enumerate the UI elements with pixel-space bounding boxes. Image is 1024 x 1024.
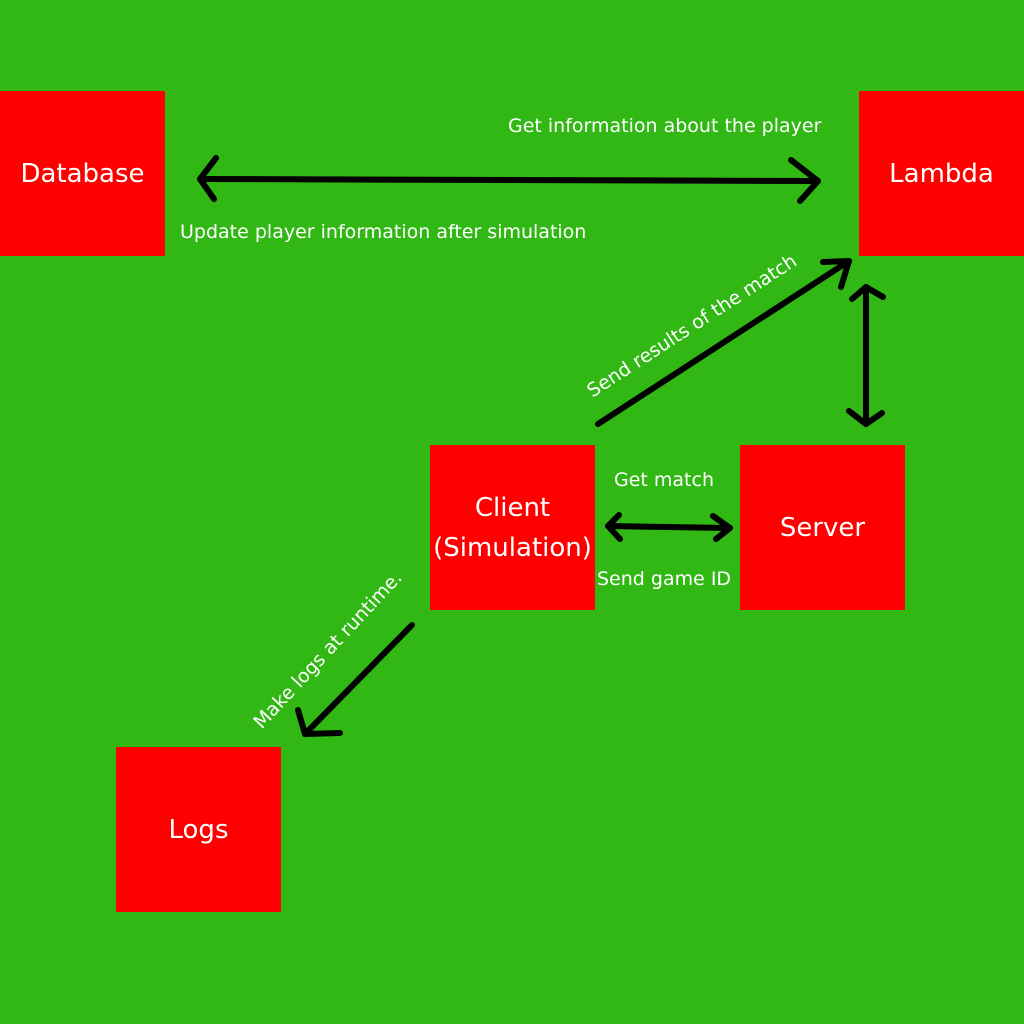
edge-label-get-match: Get match: [614, 469, 714, 491]
logs-node: Logs: [116, 747, 281, 912]
arrow-client-logs-line: [302, 622, 415, 737]
client-node-label-line2: (Simulation): [433, 532, 592, 563]
arrow-client-server-line: [605, 523, 733, 531]
arrow-client-lambda-head: [820, 258, 852, 290]
client-node-label-line1: Client: [474, 492, 551, 523]
client-node: Client (Simulation): [430, 445, 595, 610]
edge-label-update-player-information: Update player information after simulati…: [180, 221, 587, 243]
lambda-node-label: Lambda: [889, 158, 994, 189]
arrow-server-lambda: [846, 284, 886, 427]
edge-label-get-information: Get information about the player: [508, 115, 822, 137]
database-node: Database: [0, 91, 165, 256]
arrow-server-lambda-head-top: [849, 284, 886, 302]
arrow-client-lambda-line: [595, 258, 852, 427]
arrow-client-logs-head: [295, 707, 343, 737]
arrow-database-lambda: [197, 155, 821, 204]
arrow-client-server: [605, 512, 733, 542]
lambda-node: Lambda: [859, 91, 1024, 256]
arrow-server-lambda-head-bottom: [846, 408, 885, 427]
arrow-client-logs: [295, 622, 415, 737]
logs-node-label: Logs: [168, 814, 229, 845]
arrow-client-lambda: [595, 258, 852, 427]
database-node-label: Database: [20, 158, 145, 189]
server-node-label: Server: [779, 512, 866, 543]
server-node: Server: [740, 445, 905, 610]
arrow-database-lambda-head-left: [197, 155, 219, 202]
arrow-database-lambda-head-right: [788, 157, 821, 204]
edge-label-send-game-id: Send game ID: [597, 568, 732, 590]
arrow-client-server-head-left: [605, 512, 623, 542]
arrow-database-lambda-line: [197, 176, 821, 184]
arrow-client-server-head-right: [710, 513, 733, 542]
